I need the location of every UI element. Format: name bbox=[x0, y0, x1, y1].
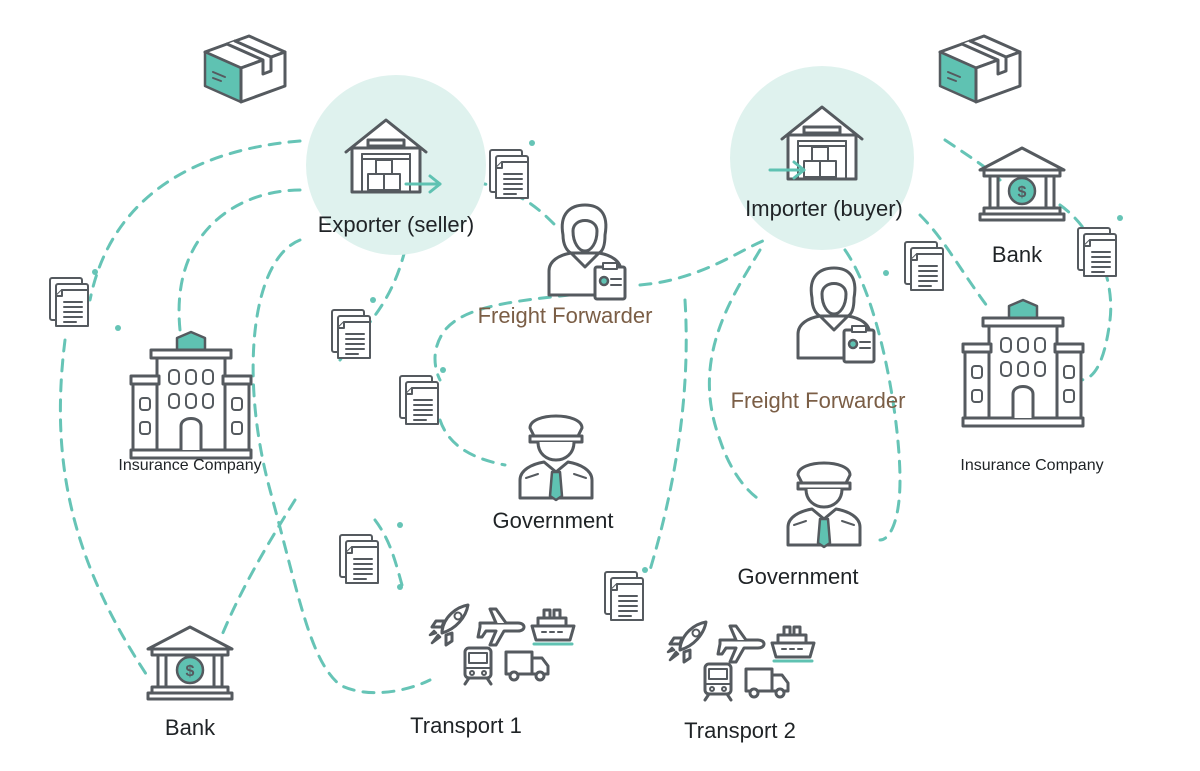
freight-forwarder-right: Freight Forwarder bbox=[731, 266, 906, 413]
document-stack-icon bbox=[1077, 227, 1117, 277]
train-icon bbox=[703, 662, 733, 702]
flow-dots bbox=[92, 140, 1123, 590]
insurance-building-icon bbox=[961, 298, 1085, 428]
freight-forwarder-right-label: Freight Forwarder bbox=[731, 388, 906, 413]
rocket-icon bbox=[428, 603, 470, 647]
document-stack-icon bbox=[331, 309, 371, 359]
government-officer-icon bbox=[518, 414, 594, 502]
insurance-right-label: Insurance Company bbox=[960, 457, 1103, 474]
ship-icon bbox=[530, 608, 576, 646]
insurance-building-icon bbox=[129, 330, 253, 460]
importer-node: Importer (buyer) bbox=[745, 105, 903, 221]
freight-forwarder-left-label: Freight Forwarder bbox=[478, 303, 653, 328]
bank-left: Bank bbox=[146, 625, 234, 740]
document-stack-icon bbox=[339, 534, 379, 584]
government-left-label: Government bbox=[492, 508, 613, 533]
transport-2-label: Transport 2 bbox=[684, 718, 796, 743]
document-stack-icon bbox=[604, 571, 644, 621]
bank-left-label: Bank bbox=[165, 715, 216, 740]
bank-icon bbox=[146, 625, 234, 701]
government-left: Government bbox=[492, 414, 614, 533]
importer-label: Importer (buyer) bbox=[745, 196, 903, 221]
package-icon bbox=[938, 34, 1022, 104]
bank-right: Bank bbox=[978, 146, 1066, 267]
train-icon bbox=[463, 646, 493, 686]
bank-icon bbox=[978, 146, 1066, 222]
transport-1-label: Transport 1 bbox=[410, 713, 522, 738]
rocket-icon bbox=[666, 620, 708, 664]
transport-1: Transport 1 bbox=[410, 603, 576, 738]
ship-icon bbox=[770, 625, 816, 663]
truck-icon bbox=[504, 650, 550, 682]
government-right-label: Government bbox=[737, 564, 858, 589]
exporter-label: Exporter (seller) bbox=[318, 212, 474, 237]
document-stack-icon bbox=[489, 149, 529, 199]
truck-icon bbox=[744, 667, 790, 699]
insurance-company-left: Insurance Company bbox=[118, 330, 262, 474]
insurance-company-right: Insurance Company bbox=[960, 298, 1104, 474]
document-stack-icon bbox=[904, 241, 944, 291]
airplane-icon bbox=[476, 607, 526, 647]
document-stack-icon bbox=[399, 375, 439, 425]
freight-forwarder-left: Freight Forwarder bbox=[478, 203, 653, 328]
document-stack-icon bbox=[49, 277, 89, 327]
government-officer-icon bbox=[786, 461, 862, 549]
airplane-icon bbox=[716, 624, 766, 664]
freight-forwarder-icon bbox=[796, 266, 876, 364]
government-right: Government bbox=[737, 461, 862, 589]
package-icon bbox=[203, 34, 287, 104]
bank-right-label: Bank bbox=[992, 242, 1043, 267]
freight-forwarder-icon bbox=[547, 203, 627, 301]
insurance-left-label: Insurance Company bbox=[118, 457, 261, 474]
transport-2: Transport 2 bbox=[666, 620, 816, 743]
exporter-node: Exporter (seller) bbox=[318, 118, 474, 237]
